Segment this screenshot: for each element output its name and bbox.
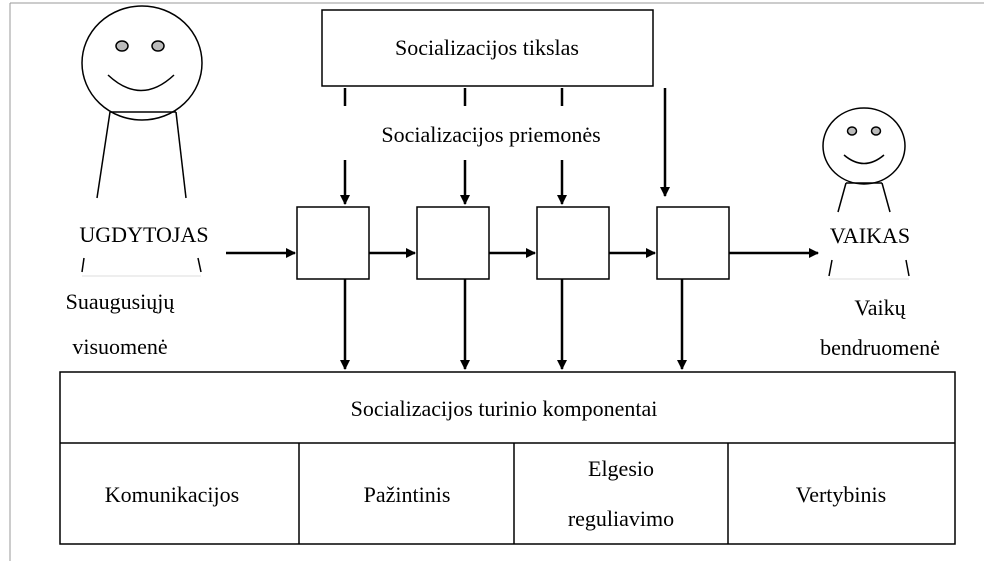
educator-head-icon bbox=[81, 5, 203, 121]
process-box-1 bbox=[296, 206, 370, 280]
arrows bbox=[226, 88, 819, 370]
child-community-line1: Vaikų bbox=[854, 295, 906, 320]
components-title: Socializacijos turinio komponentai bbox=[351, 396, 658, 421]
means-label: Socializacijos priemonės bbox=[381, 122, 600, 147]
child-left-eye-icon bbox=[846, 126, 858, 136]
child-head-icon bbox=[822, 107, 906, 185]
process-box-4 bbox=[656, 206, 730, 280]
child-figure bbox=[822, 107, 910, 280]
educator-right-eye-icon bbox=[151, 40, 165, 52]
component-behavior-line1: Elgesio bbox=[588, 456, 654, 481]
components-table bbox=[59, 371, 956, 545]
component-behavior-line2: reguliavimo bbox=[568, 506, 674, 531]
process-box-2 bbox=[416, 206, 490, 280]
child-community-line2: bendruomenė bbox=[820, 335, 940, 360]
child-label: VAIKAS bbox=[830, 223, 910, 248]
educator-society-line1: Suaugusiųjų bbox=[66, 289, 176, 314]
child-right-eye-icon bbox=[870, 126, 882, 136]
goal-label: Socializacijos tikslas bbox=[395, 35, 579, 60]
educator-figure bbox=[81, 5, 203, 277]
component-communication: Komunikacijos bbox=[105, 482, 239, 507]
educator-smile-icon bbox=[107, 74, 175, 92]
educator-left-eye-icon bbox=[115, 40, 129, 52]
educator-society-line2: visuomenė bbox=[72, 334, 167, 359]
component-cognitive: Pažintinis bbox=[364, 482, 451, 507]
educator-label: UGDYTOJAS bbox=[79, 222, 208, 247]
goal-box bbox=[321, 9, 654, 87]
child-smile-icon bbox=[843, 154, 885, 165]
process-box-3 bbox=[536, 206, 610, 280]
component-values: Vertybinis bbox=[796, 482, 886, 507]
